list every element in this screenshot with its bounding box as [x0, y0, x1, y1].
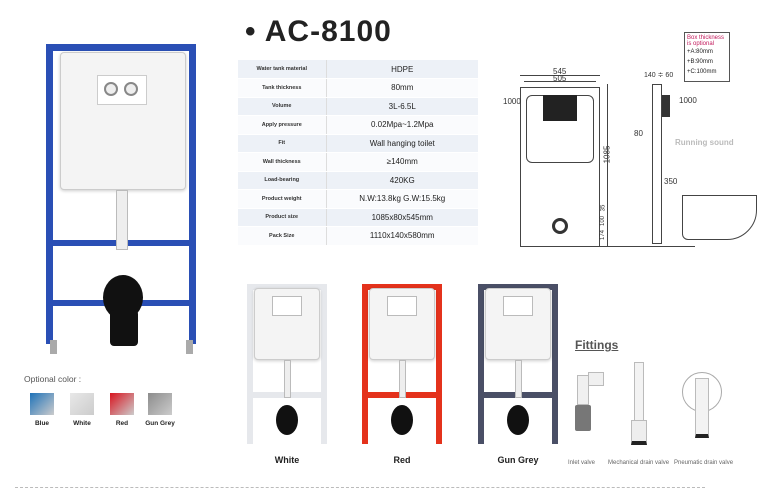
- bottom-divider: [15, 487, 705, 488]
- variant-label: Gun Grey: [497, 455, 539, 465]
- spec-label: Apply pressure: [238, 115, 327, 135]
- spec-label: Wall thickness: [238, 152, 327, 172]
- spec-label: Load-bearing: [238, 171, 327, 190]
- title-bullet: •: [245, 15, 257, 48]
- dim-35: 35: [600, 204, 607, 212]
- note-option: +B:90mm: [687, 59, 713, 65]
- variant-label: Red: [393, 455, 411, 465]
- fitting-label: Pneumatic drain valve: [674, 460, 734, 466]
- spec-value: 420KG: [326, 171, 478, 190]
- dim-width-inner: 505: [553, 74, 567, 83]
- side-view-plate: [662, 95, 670, 117]
- note-option: +A:80mm: [687, 49, 713, 55]
- spec-label: Tank thickness: [238, 78, 327, 98]
- spec-label: Fit: [238, 134, 327, 153]
- color-swatch: [148, 393, 172, 415]
- front-view-outlet: [552, 218, 568, 234]
- flush-pipe: [284, 360, 291, 398]
- color-swatch-label: Gun Grey: [145, 420, 175, 427]
- color-swatch-label: Red: [115, 420, 129, 427]
- spec-value: 3L-6.5L: [326, 97, 478, 116]
- spec-value: N.W:13.8kg G.W:15.5kg: [326, 189, 478, 209]
- note-option: +C:100mm: [687, 69, 717, 75]
- flush-pipe: [515, 360, 522, 398]
- flush-button-icon: [104, 82, 118, 96]
- dim-174: 174: [600, 229, 607, 241]
- color-swatch-label: Blue: [34, 420, 50, 427]
- flush-plate: [387, 296, 417, 316]
- variant-frame: [362, 284, 442, 444]
- optional-color-label: Optional color :: [24, 374, 82, 384]
- spec-label: Product weight: [238, 189, 327, 209]
- dim-level-left: 1000: [503, 97, 521, 106]
- watermark: Running sound: [675, 138, 734, 147]
- flush-pipe: [399, 360, 406, 398]
- spec-value: ≥140mm: [326, 152, 478, 172]
- front-view-plate: [543, 95, 577, 121]
- fitting-label: Inlet valve: [568, 460, 596, 466]
- flush-plate: [503, 296, 533, 316]
- color-swatch-label: White: [73, 420, 91, 427]
- flush-plate: [272, 296, 302, 316]
- flush-pipe: [116, 190, 128, 250]
- spec-label: Water tank material: [238, 60, 327, 79]
- box-thickness-note: Box thickness is optional +A:80mm +B:90m…: [684, 32, 730, 82]
- fitting-label: Mechanical drain valve: [608, 460, 670, 466]
- model-name: AC-8100: [264, 15, 392, 48]
- dim-tank: 80: [634, 129, 643, 138]
- color-swatch: [110, 393, 134, 415]
- spec-label: Pack Size: [238, 226, 327, 246]
- color-swatch: [70, 393, 94, 415]
- cistern-tank: [60, 52, 186, 190]
- spec-value: HDPE: [326, 60, 478, 79]
- toilet-pan-outline: [682, 195, 757, 240]
- dim-level-right: 1000: [679, 96, 697, 105]
- drain-elbow: [507, 405, 529, 435]
- dim-pan: 350: [664, 177, 678, 186]
- spec-label: Product size: [238, 208, 327, 227]
- spec-value: 1110x140x580mm: [326, 226, 478, 246]
- main-frame: [46, 44, 196, 344]
- note-heading: Box thickness is optional: [687, 35, 725, 47]
- variant-frame: [247, 284, 327, 444]
- spec-value: Wall hanging toilet: [326, 134, 478, 153]
- page-title: • AC-8100: [245, 15, 392, 49]
- drain-elbow: [391, 405, 413, 435]
- cistern-tank: [369, 288, 435, 360]
- dim-width-outer: 545: [553, 67, 567, 76]
- spec-value: 1085x80x545mm: [326, 208, 478, 227]
- drain-elbow: [276, 405, 298, 435]
- spec-value: 0.02Mpa~1.2Mpa: [326, 115, 478, 135]
- frame-leg: [50, 340, 57, 354]
- spec-value: 80mm: [326, 78, 478, 98]
- variant-label: White: [274, 455, 300, 465]
- flush-plate: [97, 75, 147, 105]
- variant-frame: [478, 284, 558, 444]
- drain-elbow: [110, 310, 138, 346]
- color-swatch: [30, 393, 54, 415]
- spec-label: Volume: [238, 97, 327, 116]
- dim-depth: 140 ≑ 60: [644, 72, 674, 79]
- flush-button-icon: [124, 82, 138, 96]
- side-view-frame: [652, 84, 662, 244]
- frame-leg: [186, 340, 193, 354]
- fittings-heading: Fittings: [575, 338, 619, 352]
- spec-row: Wall thickness≥140mm: [238, 152, 478, 172]
- dim-100: 100: [600, 215, 607, 227]
